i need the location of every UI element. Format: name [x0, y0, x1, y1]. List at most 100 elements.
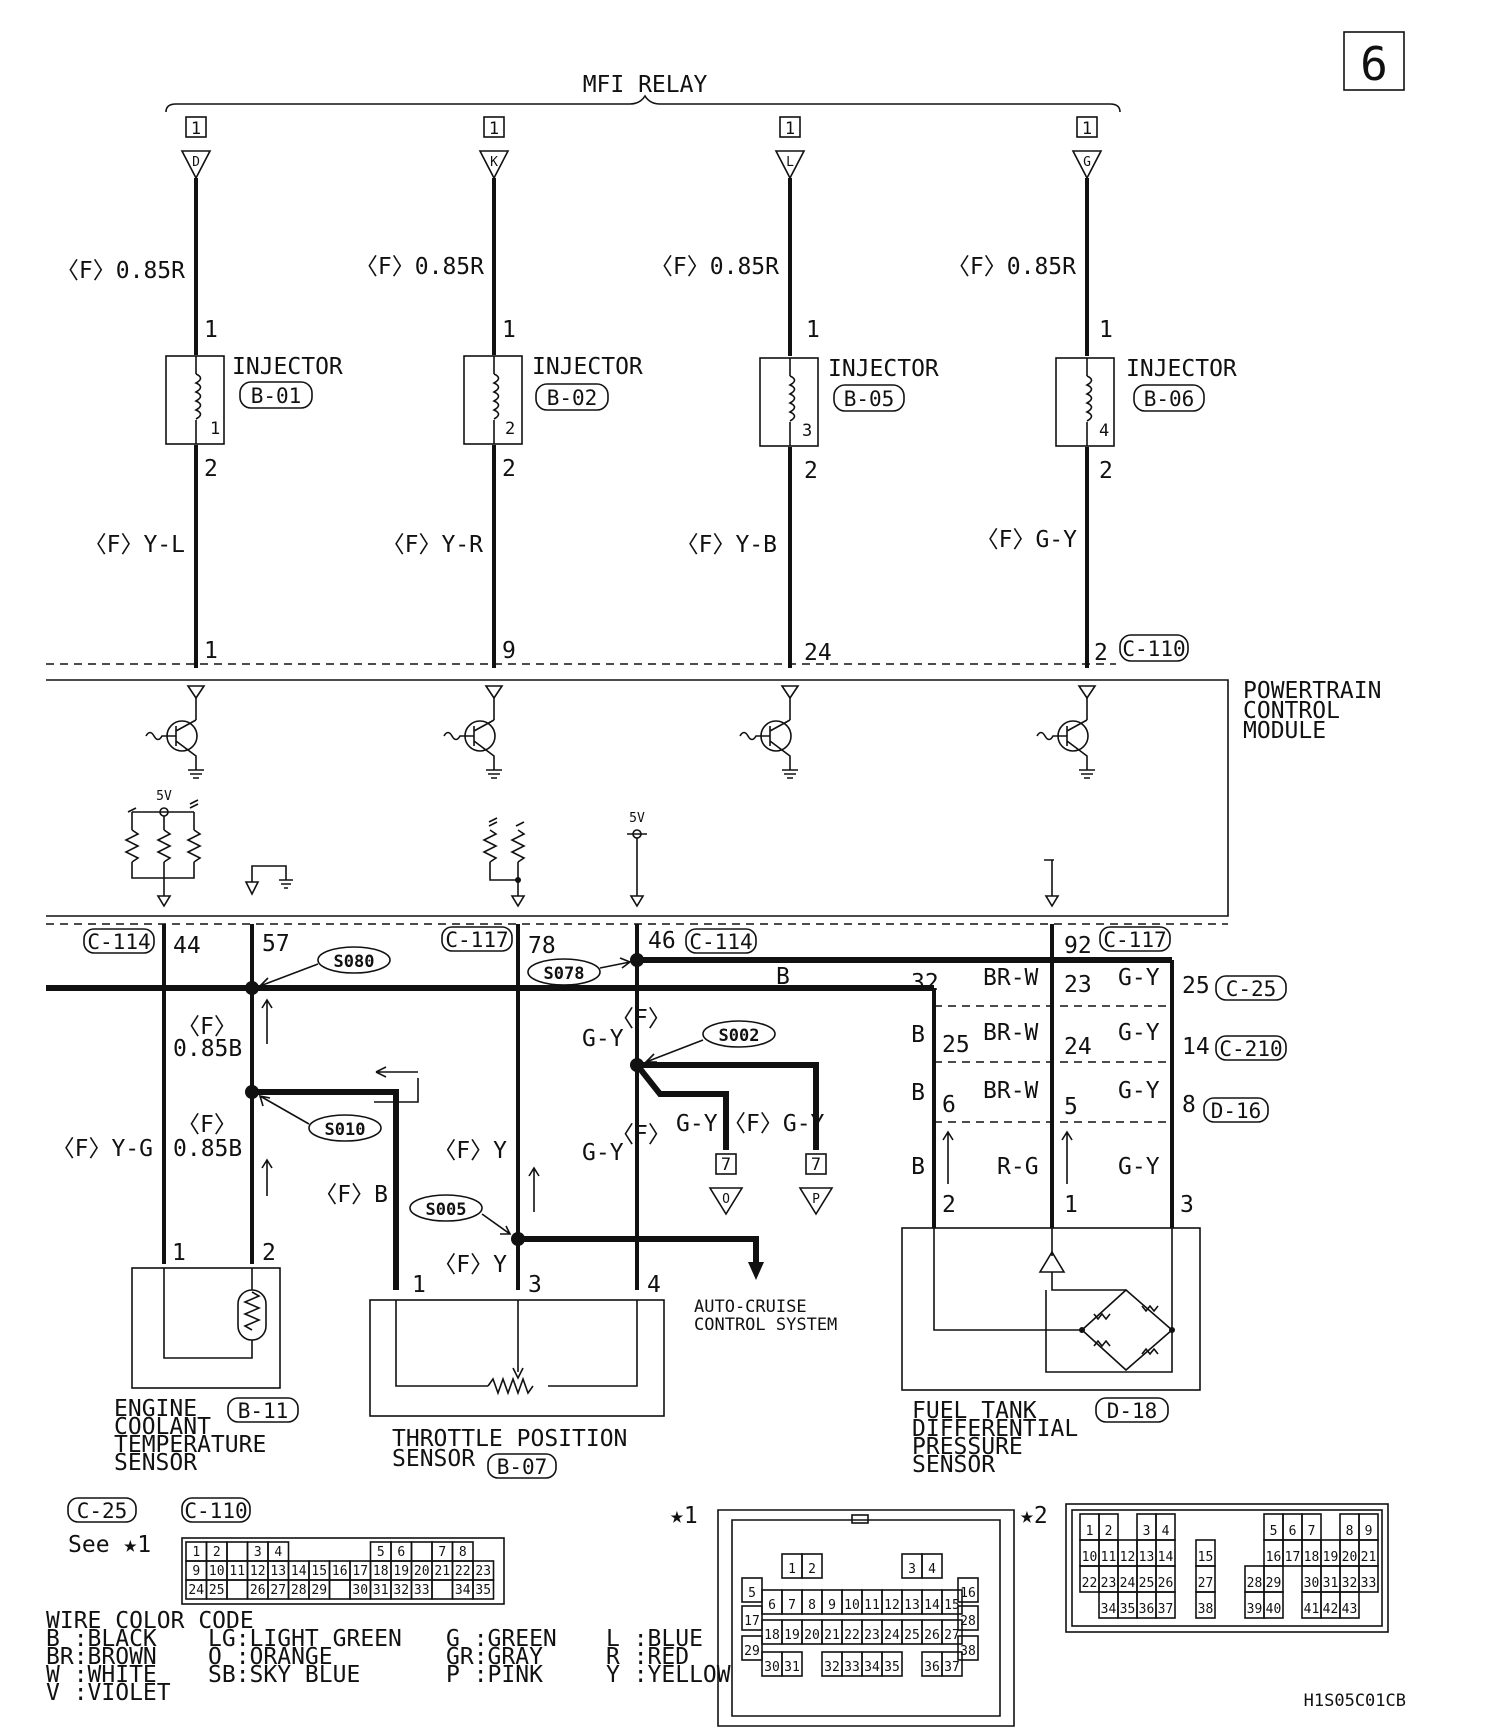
- star1-pin-16: 16: [960, 1586, 976, 1601]
- star1-pin-12: 12: [884, 1598, 900, 1613]
- injector-4-wire-out: 〈F〉G-Y: [976, 527, 1078, 553]
- c110-pin-16: 16: [332, 1564, 348, 1579]
- ect-label-line-3: TEMPERATURE: [114, 1432, 266, 1458]
- star1-pin-2: 2: [808, 1562, 816, 1577]
- harness-row4-left-wire: B: [911, 1154, 925, 1180]
- injector-3-wire-out: 〈F〉Y-B: [676, 532, 777, 558]
- splice-s078: S078: [527, 957, 632, 986]
- star2-pin-37: 37: [1158, 1602, 1174, 1617]
- wire-label-f-y-1: 〈F〉Y: [433, 1138, 507, 1164]
- relay-pin-3: 1 L: [774, 116, 806, 180]
- star1-pin-14: 14: [924, 1598, 940, 1613]
- ftdp-label-line-4: SENSOR: [912, 1452, 995, 1478]
- wire-color-code: WIRE COLOR CODE B :BLACK BR:BROWN W :WHI…: [46, 1608, 731, 1706]
- page-marker-number: 6: [1360, 37, 1388, 91]
- legend-connector-c110: C-110: [184, 1499, 247, 1523]
- star1-pin-33: 33: [844, 1660, 860, 1675]
- c110-pin-21: 21: [434, 1564, 450, 1579]
- wire-label-f-gy-out: 〈F〉G-Y: [723, 1111, 825, 1137]
- pin-cell: [921, 1553, 943, 1579]
- relay-box-label: 1: [191, 119, 201, 139]
- injector-1-pcm-pin: 1: [204, 638, 218, 664]
- star2-pin-23: 23: [1101, 1576, 1117, 1591]
- c110-pin-14: 14: [291, 1564, 307, 1579]
- harness-row1-right-wire: G-Y: [1118, 965, 1160, 991]
- c110-pin-30: 30: [352, 1583, 368, 1598]
- injector-2-label: INJECTOR: [532, 354, 643, 380]
- star1-pin-27: 27: [944, 1628, 960, 1643]
- c110-pin-28: 28: [291, 1583, 307, 1598]
- c110-pin-22: 22: [455, 1564, 471, 1579]
- star1-pin-15: 15: [944, 1598, 960, 1613]
- star2-pin-35: 35: [1120, 1602, 1136, 1617]
- splice-s002-label: S002: [719, 1026, 760, 1046]
- pcm-pin-92: 92: [1064, 933, 1092, 959]
- ftdp-pin-3: 3: [1180, 1192, 1194, 1218]
- pin-cell: [957, 1635, 979, 1661]
- injector-2-connector: B-02: [547, 386, 598, 410]
- star1-pin-4: 4: [928, 1562, 936, 1577]
- wire-label-f-gy-2b: G-Y: [582, 1140, 624, 1166]
- c110-pin-31: 31: [373, 1583, 389, 1598]
- star1-pin-10: 10: [844, 1598, 860, 1613]
- injector-4-connector: B-06: [1144, 387, 1195, 411]
- harness-row3-left-pin: 6: [942, 1092, 956, 1118]
- pin-cell: [801, 1553, 823, 1579]
- c110-pin-7: 7: [438, 1545, 446, 1560]
- tps-connector: B-07: [497, 1455, 548, 1479]
- pin-cell: [1339, 1591, 1360, 1619]
- harness-row2-right-pin: 14: [1182, 1034, 1210, 1060]
- star1-pin-11: 11: [864, 1598, 880, 1613]
- star2-pin-16: 16: [1266, 1550, 1282, 1565]
- injector-4-wire-in: 〈F〉0.85R: [947, 254, 1076, 280]
- relay-pin-letter: K: [490, 155, 498, 170]
- c110-pin-27: 27: [270, 1583, 286, 1598]
- ect-label-line-2: COOLANT: [114, 1414, 211, 1440]
- harness-row4-right-wire: G-Y: [1118, 1154, 1160, 1180]
- harness-row3-left-wire: B: [911, 1080, 925, 1106]
- star2-pin-15: 15: [1198, 1550, 1214, 1565]
- injector-3: 〈F〉0.85R 1 3 INJECTOR B-05 2 〈F〉Y-B 24: [650, 178, 939, 668]
- star2-pin-3: 3: [1143, 1524, 1151, 1539]
- legend-see-star1: See ★1: [68, 1532, 151, 1558]
- pcm-connector-c114-right: C-114: [689, 930, 752, 954]
- star1-pin-23: 23: [864, 1628, 880, 1643]
- star2-pin-41: 41: [1304, 1602, 1320, 1617]
- pin-cell: [1155, 1591, 1176, 1619]
- legend-connector-c25: C-25: [77, 1499, 128, 1523]
- harness-row3-right-pin: 8: [1182, 1092, 1196, 1118]
- output-letter-p: P: [812, 1192, 820, 1207]
- star2-pin-17: 17: [1285, 1550, 1301, 1565]
- harness-row1-left-pin: 32: [911, 970, 939, 996]
- star1-pin-36: 36: [924, 1660, 940, 1675]
- relay-pin-2: 1 K: [478, 116, 510, 180]
- star2-pin-26: 26: [1158, 1576, 1174, 1591]
- star2-pin-6: 6: [1289, 1524, 1297, 1539]
- splice-s080: S080: [258, 946, 391, 987]
- injector-2-pcm-pin: 9: [502, 638, 516, 664]
- wire-color-orange: O :ORANGE: [208, 1644, 333, 1670]
- output-connector-7b: 7: [811, 1155, 821, 1175]
- wire-label-f-085b-2b: 0.85B: [173, 1136, 242, 1162]
- injector-4-pin-top: 1: [1099, 317, 1113, 343]
- splice-s005-label: S005: [426, 1200, 467, 1220]
- ect-input-network: 5V: [124, 789, 293, 908]
- supply-5v-b: 5V: [627, 811, 647, 908]
- star2-pin-18: 18: [1304, 1550, 1320, 1565]
- star2-pin-40: 40: [1266, 1602, 1282, 1617]
- driver-transistor-2: [443, 685, 504, 779]
- star1-pin-30: 30: [764, 1660, 780, 1675]
- tps-pin-3: 3: [528, 1272, 542, 1298]
- splice-s002: S002: [644, 1020, 776, 1063]
- harness-row4-mid-wire: R-G: [997, 1154, 1039, 1180]
- injector-3-connector: B-05: [844, 387, 895, 411]
- star2-pin-21: 21: [1361, 1550, 1377, 1565]
- wire-label-f-gy-1b: G-Y: [582, 1026, 624, 1052]
- injector-3-label: INJECTOR: [828, 356, 939, 382]
- ftdp-pin-2: 2: [942, 1192, 956, 1218]
- c110-pin-18: 18: [373, 1564, 389, 1579]
